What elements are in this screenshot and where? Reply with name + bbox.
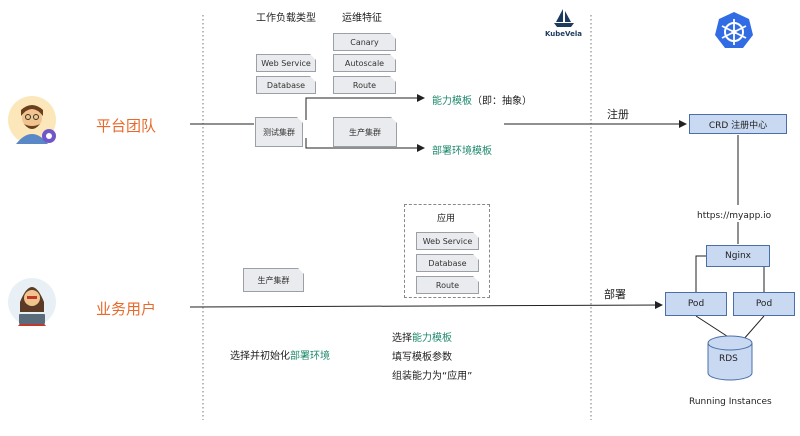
deploy-env-template-label: 部署环境模板 [432, 146, 492, 157]
deploy-label: 部署 [604, 288, 626, 301]
platform-team-label: 平台团队 [96, 117, 157, 135]
rds-label: RDS [719, 354, 738, 364]
business-user-avatar [6, 276, 60, 330]
kubevela-label: KubeVela [545, 30, 582, 38]
app-url: https://myapp.io [697, 211, 772, 221]
nginx-to-pod-left [695, 255, 706, 292]
nginx-box: Nginx [706, 245, 770, 267]
pod-right-box: Pod [733, 292, 795, 316]
deploy-env-template-arrow [305, 138, 425, 152]
app-item-web-service: Web Service [416, 232, 479, 250]
prod-cluster-box: 生产集群 [333, 117, 397, 147]
capability-template-arrow [305, 94, 425, 120]
pod-right-to-rds [742, 315, 765, 341]
workload-web-service: Web Service [256, 54, 316, 72]
user-prod-cluster-box: 生产集群 [243, 268, 304, 292]
trait-route: Route [333, 76, 396, 94]
running-instances-caption: Running Instances [689, 397, 772, 407]
app-group [404, 204, 490, 298]
deploy-arrow [189, 301, 663, 310]
ops-traits-header: 运维特征 [342, 13, 382, 24]
workload-types-header: 工作负载类型 [256, 13, 316, 24]
step-choose-template: 选择能力模板 [392, 333, 452, 344]
test-cluster-box: 测试集群 [255, 117, 303, 147]
app-item-database: Database [416, 254, 479, 272]
trait-canary: Canary [333, 33, 396, 51]
business-user-label: 业务用户 [96, 300, 157, 318]
step-fill-params: 填写模板参数 [392, 352, 452, 363]
platform-team-avatar [6, 94, 60, 148]
app-group-title: 应用 [437, 214, 456, 224]
crd-register-center: CRD 注册中心 [689, 114, 787, 134]
step-assemble-app: 组装能力为“应用” [392, 371, 473, 382]
choose-env-step: 选择并初始化部署环境 [230, 351, 330, 362]
kubernetes-icon [714, 11, 754, 51]
kubevela-logo [552, 9, 576, 27]
capability-template-label: 能力模板（即：抽象） [432, 96, 532, 107]
rds-database-icon [706, 335, 754, 381]
trait-autoscale: Autoscale [333, 54, 396, 72]
app-item-route: Route [416, 276, 479, 294]
workload-database: Database [256, 76, 316, 94]
pod-left-box: Pod [665, 292, 727, 316]
register-label: 注册 [607, 108, 629, 121]
